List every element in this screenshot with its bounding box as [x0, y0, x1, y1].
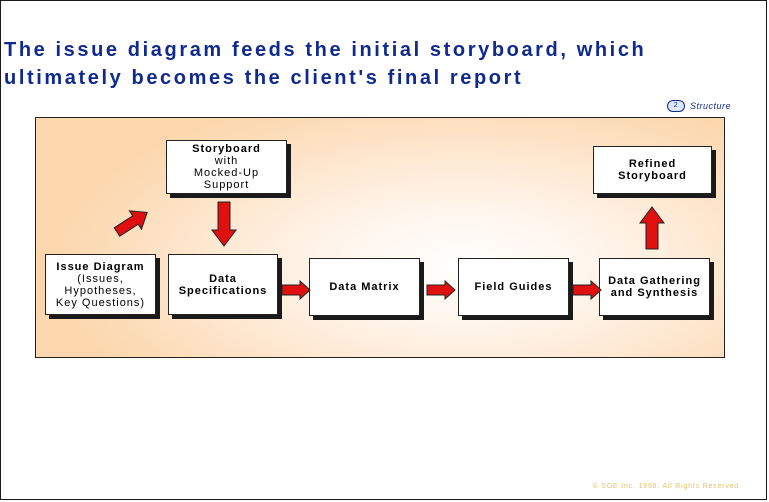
box-storyboard: Storyboard with Mocked-Up Support	[166, 140, 287, 194]
box-storyboard-line-4: Support	[203, 179, 250, 191]
box-storyboard-line-2: with	[214, 155, 239, 167]
box-storyboard-line-3: Mocked-Up	[193, 167, 260, 179]
title-line-2: ultimately becomes the client's final re…	[4, 67, 524, 89]
box-data-specifications: Data Specifications	[168, 254, 278, 315]
box-data-specifications-line-2: Specifications	[178, 284, 268, 297]
box-issue-diagram-line-3: Hypotheses,	[64, 284, 137, 297]
section-label: Structure	[689, 101, 731, 111]
box-issue-diagram: Issue Diagram (Issues, Hypotheses, Key Q…	[45, 254, 156, 315]
box-data-gathering-line-2: and Synthesis	[610, 287, 699, 299]
box-refined-storyboard-line-1: Refined	[628, 158, 677, 170]
box-field-guides: Field Guides	[458, 258, 569, 316]
box-data-matrix: Data Matrix	[309, 258, 420, 316]
box-data-specifications-line-1: Data	[209, 272, 237, 285]
box-storyboard-line-1: Storyboard	[192, 143, 261, 155]
box-data-gathering: Data Gathering and Synthesis	[599, 258, 710, 316]
box-data-gathering-line-1: Data Gathering	[608, 275, 701, 287]
section-number-badge: 2	[666, 100, 685, 112]
section-tag: 2 Structure	[666, 99, 731, 113]
box-field-guides-line-1: Field Guides	[474, 281, 553, 293]
box-data-matrix-line-1: Data Matrix	[329, 281, 400, 293]
box-issue-diagram-line-2: (Issues,	[77, 272, 124, 285]
title-line-1: The issue diagram feeds the initial stor…	[4, 39, 647, 61]
box-refined-storyboard: Refined Storyboard	[593, 146, 712, 194]
box-issue-diagram-line-1: Issue Diagram	[56, 260, 145, 273]
box-issue-diagram-line-4: Key Questions)	[55, 296, 146, 309]
copyright-notice: © SOE Inc. 1996. All Rights Reserved	[592, 483, 739, 490]
box-refined-storyboard-line-2: Storyboard	[618, 170, 687, 182]
slide-title: The issue diagram feeds the initial stor…	[4, 36, 764, 92]
